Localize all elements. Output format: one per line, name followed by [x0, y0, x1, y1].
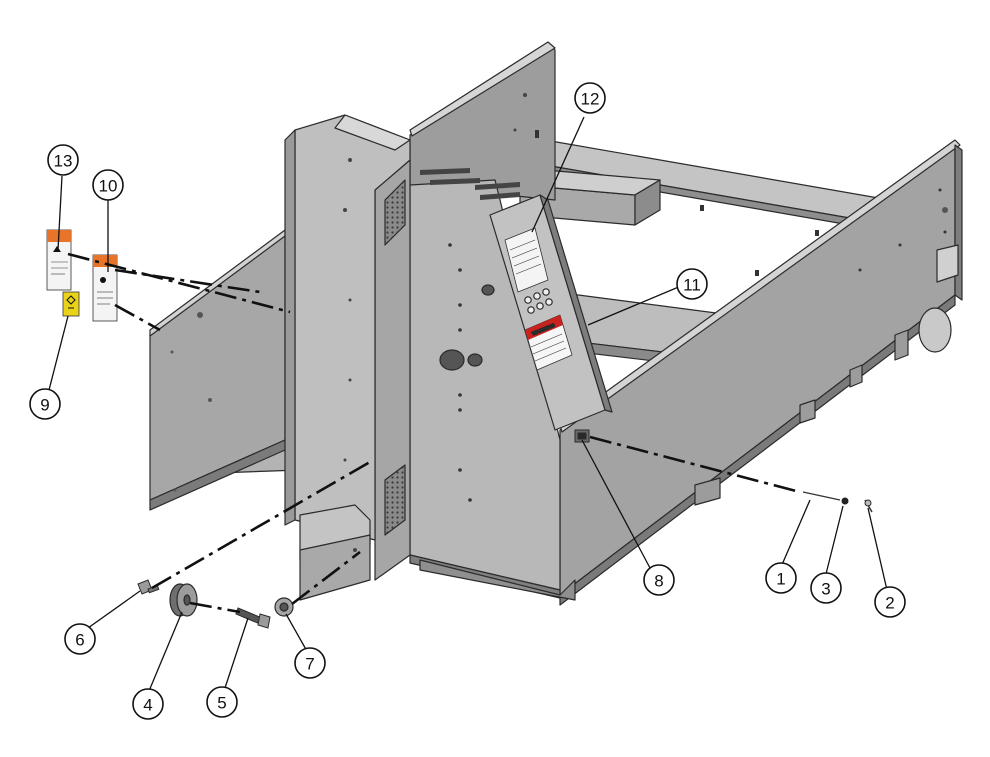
bushing-part-7 — [274, 597, 294, 617]
callout-number: 3 — [821, 580, 830, 599]
callout-13: 13 — [47, 144, 79, 176]
callout-3: 3 — [810, 572, 842, 604]
callout-circle — [29, 388, 61, 420]
callout-number: 1 — [776, 570, 785, 589]
callout-number: 11 — [683, 276, 701, 295]
grommet-part — [574, 429, 590, 443]
callout-circle — [643, 564, 675, 596]
callout-number: 4 — [143, 696, 152, 715]
callout-circle — [47, 144, 79, 176]
nut-part-3 — [841, 497, 849, 505]
callout-circle — [810, 572, 842, 604]
callout-circle — [206, 686, 238, 718]
callout-number: 8 — [654, 572, 663, 591]
roller-part-4 — [169, 583, 198, 617]
callout-6: 6 — [64, 623, 96, 655]
decal-warning-panel: WARNING — [524, 314, 573, 371]
callout-number: 9 — [40, 396, 49, 415]
callout-7: 7 — [294, 647, 326, 679]
pin-part-1 — [802, 491, 841, 501]
bolt-part-5 — [235, 607, 271, 629]
callout-circle — [64, 623, 96, 655]
callout-1: 1 — [765, 562, 797, 594]
callout-circle — [574, 82, 606, 114]
callout-9: 9 — [29, 388, 61, 420]
explosion-lines — [67, 252, 801, 614]
callout-number: 6 — [75, 631, 84, 650]
right-side-panel — [559, 139, 963, 606]
callout-circle — [92, 169, 124, 201]
control-panel: WARNING — [489, 194, 613, 431]
decal-9 — [62, 291, 80, 317]
callout-8: 8 — [643, 564, 675, 596]
callout-4: 4 — [132, 688, 164, 720]
callout-circle — [765, 562, 797, 594]
callout-number: 12 — [581, 90, 600, 109]
leader-lines — [48, 116, 888, 692]
callout-5: 5 — [206, 686, 238, 718]
callout-circle — [294, 647, 326, 679]
callout-circle — [874, 586, 906, 618]
callout-circle — [132, 688, 164, 720]
decal-instructions — [504, 227, 549, 293]
callout-number: 2 — [885, 594, 894, 613]
screw-part-2 — [864, 499, 873, 513]
callout-number: 13 — [54, 152, 73, 171]
callout-10: 10 — [92, 169, 124, 201]
callout-12: 12 — [574, 82, 606, 114]
callout-11: 11 — [676, 268, 708, 300]
central-housing — [284, 41, 576, 601]
callout-number: 7 — [305, 655, 314, 674]
callout-number: 10 — [99, 177, 118, 196]
callout-2: 2 — [874, 586, 906, 618]
callout-circle — [676, 268, 708, 300]
callout-number: 5 — [217, 694, 226, 713]
